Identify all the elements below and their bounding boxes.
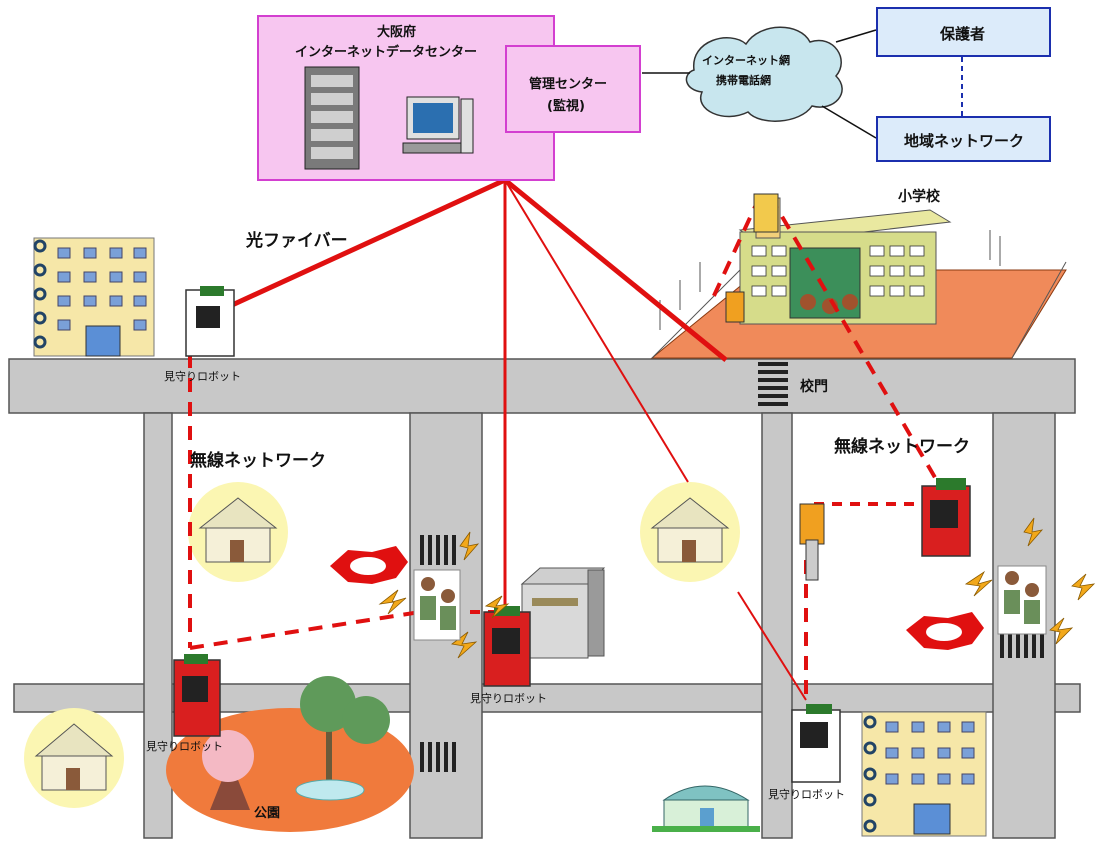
student-1 — [800, 294, 816, 310]
data-center-title-line1: 大阪府 — [377, 25, 417, 40]
house-2 — [640, 482, 740, 582]
robot-label-1: 見守りロボット — [164, 370, 241, 383]
house-1 — [188, 482, 288, 582]
house-3 — [24, 708, 124, 808]
school-windows — [751, 245, 925, 297]
internet-cloud — [685, 26, 843, 122]
people-scene-1 — [413, 569, 461, 641]
crosswalk-mid — [420, 535, 456, 565]
relay-device-right — [799, 503, 825, 581]
local-network-label: 地域ネットワーク — [904, 132, 1025, 150]
wireless-network-label-right: 無線ネットワーク — [834, 437, 970, 457]
school-gate-label: 校門 — [800, 379, 828, 395]
management-center-line2: (監視) — [547, 99, 585, 114]
robot-2 — [173, 654, 221, 737]
school — [650, 197, 1067, 359]
wireless-network-label-left: 無線ネットワーク — [190, 451, 326, 471]
guardian-label: 保護者 — [940, 25, 986, 43]
crosswalk-right — [1000, 634, 1044, 658]
robot-label-3: 見守りロボット — [146, 740, 223, 753]
server-rack-icon — [304, 66, 360, 170]
data-center-title-line2: インターネットデータセンター — [295, 45, 478, 60]
apartment-right — [861, 711, 987, 837]
road-vertical-3 — [761, 412, 793, 839]
robot-3 — [483, 606, 531, 687]
crosswalk-gate — [758, 362, 788, 406]
robot-4 — [791, 704, 841, 783]
alert-burst-1 — [330, 546, 408, 584]
wireless-link-2 — [189, 610, 421, 650]
local-network-box: 地域ネットワーク — [876, 116, 1051, 162]
data-center-box: 大阪府 インターネットデータセンター — [257, 15, 555, 181]
cloud-links — [642, 29, 963, 139]
apartment-left — [33, 237, 155, 357]
computer-icon — [402, 96, 474, 154]
robot-label-4: 見守りロボット — [768, 788, 845, 801]
robot-5 — [921, 478, 971, 557]
road-main-horizontal — [8, 358, 1076, 414]
fiber-link-robot-1 — [228, 177, 507, 309]
fiber-link-house-2 — [504, 179, 689, 483]
robot-label-2: 見守りロボット — [470, 692, 547, 705]
park-label: 公園 — [254, 806, 281, 821]
guardian-box: 保護者 — [876, 7, 1051, 57]
school-label: 小学校 — [898, 189, 940, 205]
server-and-pc-icons — [304, 66, 474, 170]
management-center-box: 管理センター (監視) — [505, 45, 641, 133]
crosswalk-bottom — [420, 742, 456, 772]
clinic-building — [652, 785, 760, 832]
park — [166, 676, 414, 832]
robot-1 — [185, 286, 235, 357]
cloud-label-line1: インターネット網 — [702, 54, 790, 67]
fiber-label: 光ファイバー — [246, 231, 348, 251]
student-3 — [842, 294, 858, 310]
fiber-link-gate — [503, 178, 728, 362]
wireless-link-4 — [710, 195, 762, 301]
wireless-link-5 — [768, 194, 942, 488]
lightning-icons — [378, 517, 1096, 659]
cloud-label-line2: 携帯電話網 — [716, 74, 771, 87]
network-links — [188, 177, 942, 701]
management-center-line1: 管理センター — [529, 77, 608, 92]
store-building — [520, 567, 606, 659]
crosswalks — [420, 362, 1044, 772]
people-scene-2 — [997, 565, 1047, 635]
relay-device-school — [725, 193, 779, 323]
link-house-2-robot-4 — [737, 591, 807, 701]
alert-burst-2 — [906, 612, 984, 650]
